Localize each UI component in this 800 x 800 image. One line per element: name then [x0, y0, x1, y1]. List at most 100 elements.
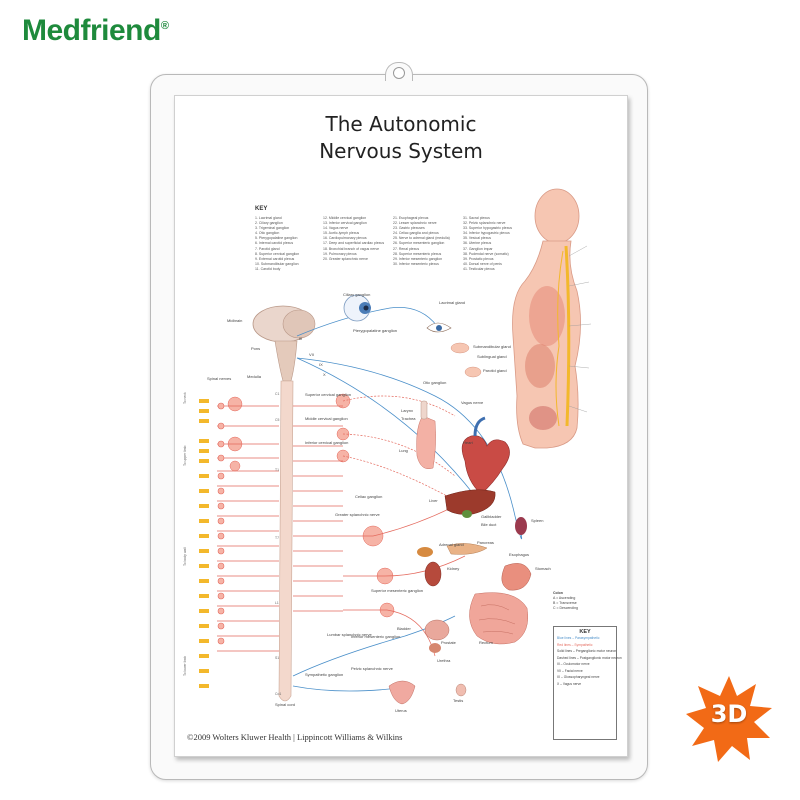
label-greater-splanchnic-nerve: Greater splanchnic nerve — [335, 512, 380, 517]
brand-logo: Medfriend® — [22, 14, 169, 48]
label-inferior-cervical-ganglion: Inferior cervical ganglion — [305, 440, 349, 445]
key-item: 32. Pelvic splanchnic nerve — [463, 221, 506, 226]
key-item: 9. External carotid plexus — [255, 256, 295, 261]
label-celiac-ganglion: Celiac ganglion — [355, 494, 383, 499]
prostate — [429, 643, 441, 653]
region-label: To upper limb — [183, 445, 187, 466]
key-item: 11. Carotid body — [255, 266, 281, 271]
key-item: 28. Superior mesenteric plexus — [393, 251, 442, 256]
label-sympathetic-ganglion: Sympathetic ganglion — [305, 672, 344, 677]
key-item: 15. Aortic-lymph plexus — [323, 231, 360, 236]
segment-label: S1 — [275, 656, 280, 660]
submandibular-gland — [450, 342, 470, 354]
intestines — [469, 592, 528, 645]
label-spleen: Spleen — [531, 518, 544, 523]
key-item: 4. Otic ganglion — [255, 231, 280, 236]
spinal-nerve-bars — [199, 399, 209, 688]
label-rectum: Rectum — [479, 640, 493, 645]
key-column-3: 21. Esophageal plexus 22. Lesser splanch… — [393, 216, 463, 267]
key-item: 17. Deep and superficial cardiac plexus — [323, 241, 385, 246]
colon-key: Colon A = Ascending B = Transverse C = D… — [553, 591, 613, 611]
human-figure — [512, 188, 592, 449]
key-item: 39. Prostatic plexus — [463, 256, 494, 261]
label-prostate: Prostate — [441, 640, 456, 645]
ganglion-nodes — [217, 402, 225, 645]
label-medulla: Medulla — [247, 374, 262, 379]
label-lacrimal-gland: Lacrimal gland — [439, 300, 466, 305]
3d-badge-text: 3D — [710, 700, 748, 728]
key-item: 21. Esophageal plexus — [393, 216, 429, 220]
label-ciliary-ganglion: Ciliary ganglion — [343, 292, 371, 297]
poster: The Autonomic Nervous System KEY 1. Lacr… — [174, 95, 628, 757]
heart — [461, 416, 510, 495]
key-item: 34. Inferior hypogastric plexus — [463, 231, 510, 236]
label-lumbar-splanchnic-nerve: Lumbar splanchnic nerve — [327, 632, 372, 637]
label-cranial-nerve-x: X — [323, 372, 326, 377]
key-item: 23. Gastric plexuses — [393, 226, 425, 231]
colon-key-item: A = Ascending — [553, 596, 576, 600]
segment-label: Co1 — [275, 692, 282, 696]
spleen — [515, 517, 527, 535]
key-item: 37. Ganglion impar — [463, 246, 493, 251]
brain — [252, 305, 316, 382]
brand-name: Medfriend — [22, 14, 161, 47]
key-title: KEY — [255, 206, 268, 212]
segment-label: C1 — [275, 392, 280, 396]
label-testis: Testis — [453, 698, 464, 703]
key-item: 24. Celiac ganglia and plexus — [393, 231, 439, 236]
key-item: 25. Nerve to adrenal gland (medulla) — [393, 236, 450, 241]
segment-label: T1 — [275, 468, 279, 472]
key-item: 16. Cardiopulmonary plexus — [323, 236, 367, 241]
copyright-footer: ©2009 Wolters Kluwer Health | Lippincott… — [187, 732, 403, 742]
legend-title: KEY — [579, 629, 591, 635]
key-item: 29. Inferior mesenteric ganglion — [393, 256, 443, 261]
label-midbrain: Midbrain — [227, 318, 243, 323]
key-item: 38. Pudendal nerve (somatic) — [463, 251, 509, 256]
liver — [444, 489, 496, 515]
pancreas — [446, 543, 488, 555]
label-otic-ganglion: Otic ganglion — [423, 380, 447, 385]
label-pelvic-splanchnic-nerve: Pelvic splanchnic nerve — [351, 666, 393, 671]
label-parotid-gland: Parotid gland — [483, 368, 507, 373]
key-item: 26. Superior mesenteric ganglion — [393, 241, 445, 246]
key-item: 18. Bronchial branch of vagus nerve — [323, 246, 380, 251]
poster-title-line1: The Autonomic — [325, 112, 477, 136]
label-trachea: Trachea — [401, 416, 416, 421]
key-column-4: 31. Sacral plexus 32. Pelvic splanchnic … — [463, 216, 533, 272]
label-cranial-nerve-iii: III — [299, 336, 303, 341]
label-sublingual-gland: Sublingual gland — [477, 354, 507, 359]
key-item: 12. Middle cervical ganglion — [323, 216, 367, 220]
label-heart: Heart — [463, 440, 473, 445]
legend-row: III – Oculomotor nerve — [557, 662, 590, 666]
label-pons: Pons — [251, 346, 261, 351]
key-item: 10. Submandibular ganglion — [255, 261, 299, 266]
label-urethra: Urethra — [437, 658, 451, 663]
colon-key-title: Colon — [553, 591, 563, 595]
label-liver: Liver — [429, 498, 438, 503]
stomach — [501, 563, 532, 591]
key-item: 3. Trigeminal ganglion — [255, 226, 290, 231]
key-item: 33. Superior hypogastric plexus — [463, 226, 513, 231]
key-item: 5. Pterygopalatine ganglion — [255, 236, 298, 241]
eye — [343, 294, 452, 333]
poster-title-line2: Nervous System — [319, 139, 483, 163]
anatomy-illustration — [199, 188, 592, 705]
key-item: 40. Dorsal nerve of penis — [463, 261, 502, 266]
label-uterus: Uterus — [395, 708, 407, 713]
uterus — [388, 680, 416, 705]
region-label: To lower limb — [183, 656, 187, 676]
colon-key-item: C = Descending — [553, 606, 579, 610]
label-vagus-nerve: Vagus nerve — [461, 400, 484, 405]
parotid-gland — [464, 366, 482, 378]
legend-box: KEY Blue lines – Parasympathetic Red lin… — [553, 626, 622, 740]
legend-row: Red lines – Sympathetic — [557, 642, 593, 647]
key-item: 7. Parotid gland — [255, 246, 280, 251]
region-label: To body wall — [183, 547, 187, 566]
key-item: 30. Inferior mesenteric plexus — [393, 261, 439, 266]
key-item: 8. Superior cervical ganglion — [255, 251, 300, 256]
key-item: 31. Sacral plexus — [463, 216, 490, 220]
key-column-2: 12. Middle cervical ganglion 13. Inferio… — [323, 216, 393, 262]
testis — [455, 683, 467, 697]
key-item: 19. Pulmonary plexus — [323, 251, 357, 256]
legend-row: Dashed lines – Postganglionic motor neur… — [557, 655, 622, 660]
